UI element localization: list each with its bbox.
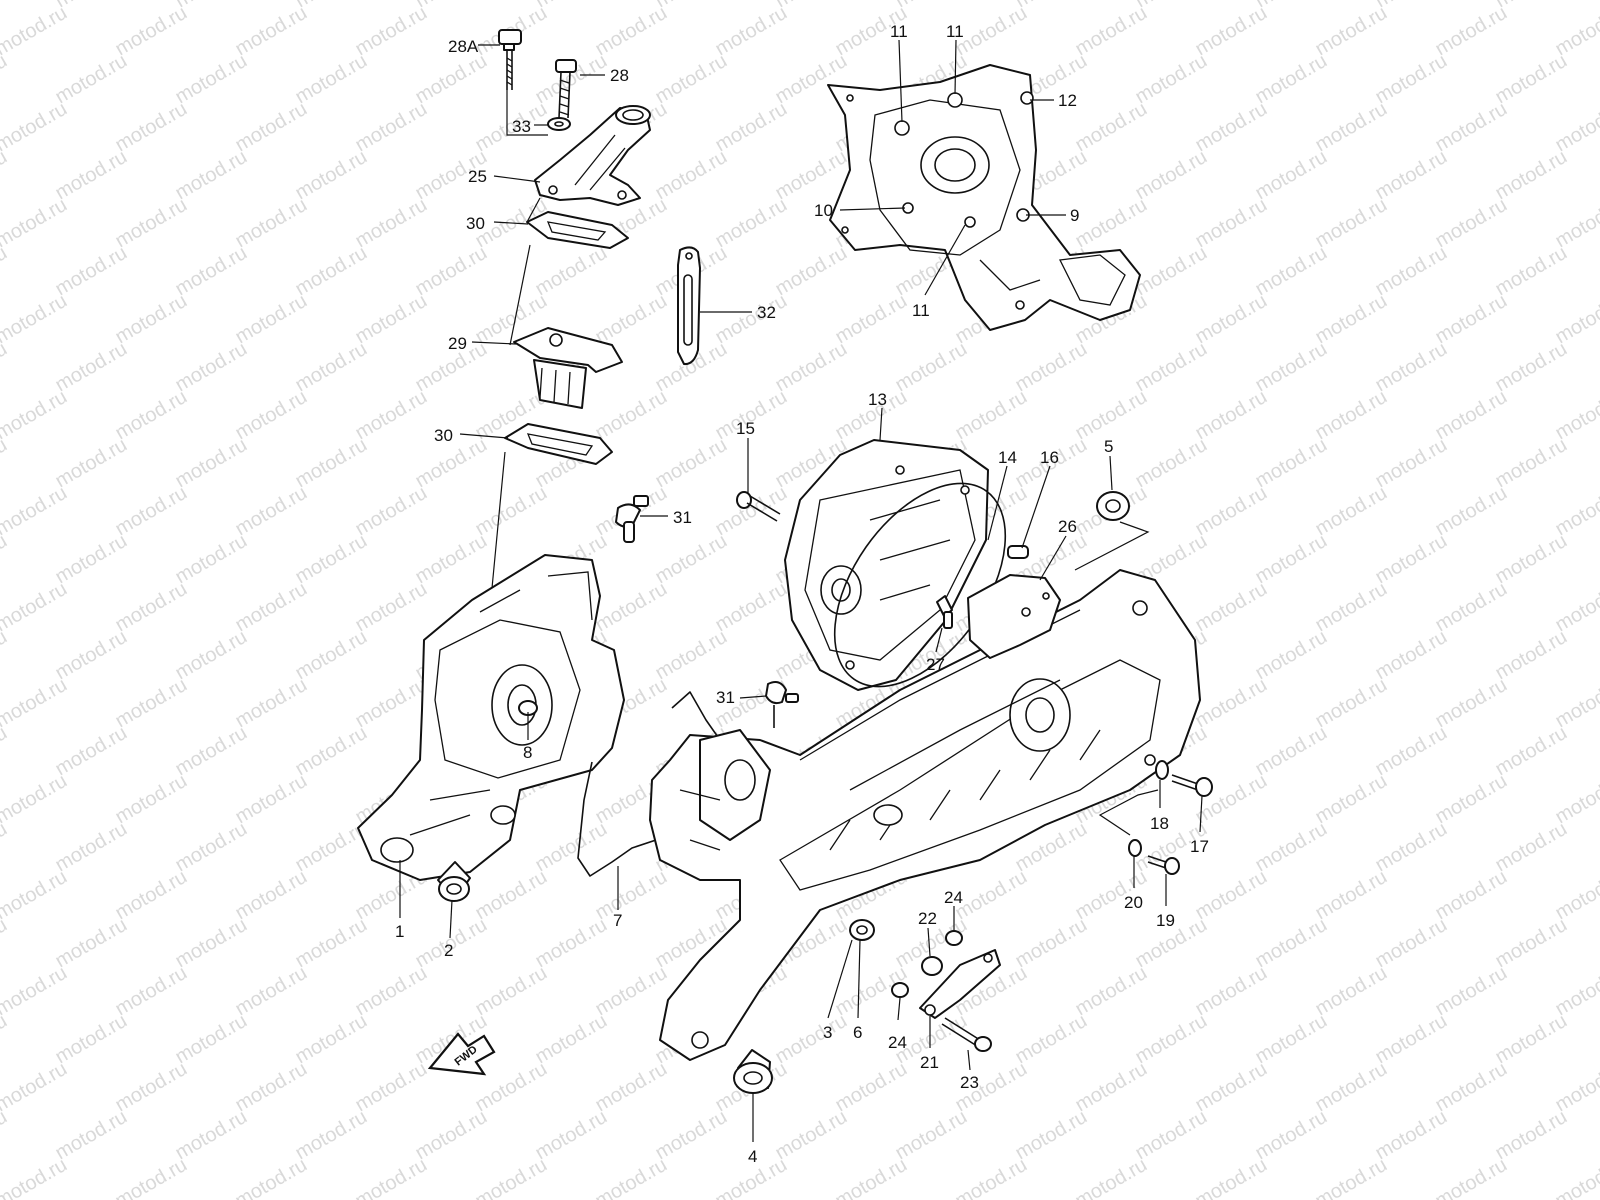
callout-5: 5 [1104, 437, 1113, 456]
callout-21: 21 [920, 1053, 939, 1072]
callout-30-lower: 30 [434, 426, 453, 445]
cvt-cover-13 [784, 439, 989, 691]
callout-28: 28 [610, 66, 629, 85]
callout-24-upper: 24 [944, 888, 963, 907]
fitting-31-lower [765, 681, 799, 728]
fwd-direction-marker: FWD [427, 1032, 496, 1076]
callout-16: 16 [1040, 448, 1059, 467]
callout-22: 22 [918, 909, 937, 928]
callout-27: 27 [926, 655, 945, 674]
gasket-30-lower [504, 423, 613, 465]
bolt-28 [555, 59, 577, 119]
callout-12: 12 [1058, 91, 1077, 110]
callout-11-bottom: 11 [912, 301, 930, 320]
callout-15: 15 [736, 419, 755, 438]
callout-3: 3 [823, 1023, 832, 1042]
callout-13: 13 [868, 390, 887, 409]
callout-8: 8 [523, 743, 532, 762]
callout-32: 32 [757, 303, 776, 322]
intake-pipe-25 [534, 105, 651, 206]
callout-17: 17 [1190, 837, 1209, 856]
dowel-22 [921, 956, 943, 976]
callout-9: 9 [1070, 206, 1079, 225]
clamp-32 [677, 246, 701, 366]
callout-leaders [399, 39, 1203, 1142]
dowel-24-upper [945, 930, 963, 946]
callout-20: 20 [1124, 893, 1143, 912]
callout-33: 33 [512, 117, 531, 136]
bushing-5 [1096, 491, 1130, 521]
bolt-23 [941, 1017, 992, 1052]
callout-6: 6 [853, 1023, 862, 1042]
callout-24-lower: 24 [888, 1033, 907, 1052]
callout-11-left: 11 [890, 22, 908, 41]
crankcase-half-2 [649, 569, 1201, 1061]
callout-1: 1 [395, 922, 404, 941]
generator-cover [827, 64, 1141, 331]
callout-labels: 28A 28 33 25 30 32 29 30 31 8 1 2 7 31 1… [395, 22, 1209, 1166]
bushing-6 [849, 919, 875, 941]
callout-25: 25 [468, 167, 487, 186]
crankcase-half-1 [357, 554, 625, 881]
callout-26: 26 [1058, 517, 1077, 536]
callout-31-upper: 31 [673, 508, 692, 527]
callout-10: 10 [814, 201, 833, 220]
bushing-4 [733, 1049, 773, 1094]
callout-29: 29 [448, 334, 467, 353]
washer-18 [1155, 760, 1169, 780]
bushing-2 [437, 861, 471, 902]
cover-plate-26 [967, 574, 1061, 659]
bracket-21 [919, 949, 1001, 1019]
dowel-24-lower [891, 982, 909, 998]
callout-31-lower: 31 [716, 688, 735, 707]
fitting-27 [936, 595, 953, 629]
callout-4: 4 [748, 1147, 757, 1166]
callout-19: 19 [1156, 911, 1175, 930]
dowel-16 [1007, 545, 1029, 559]
fitting-31-upper [615, 495, 649, 543]
callout-11-top: 11 [946, 22, 964, 41]
callout-30-upper: 30 [466, 214, 485, 233]
bolt-28a [498, 29, 522, 90]
gasket-30-upper [526, 211, 629, 249]
bolt-15 [736, 491, 781, 522]
washer-20 [1128, 839, 1142, 857]
callout-14: 14 [998, 448, 1017, 467]
callout-23: 23 [960, 1073, 979, 1092]
callout-7: 7 [613, 911, 622, 930]
washer-33 [547, 117, 571, 131]
bolt-19 [1147, 855, 1180, 875]
reed-valve-29 [513, 327, 623, 409]
callout-18: 18 [1150, 814, 1169, 833]
callout-28a: 28A [448, 37, 479, 56]
callout-2: 2 [444, 941, 453, 960]
bolt-17 [1171, 774, 1213, 797]
